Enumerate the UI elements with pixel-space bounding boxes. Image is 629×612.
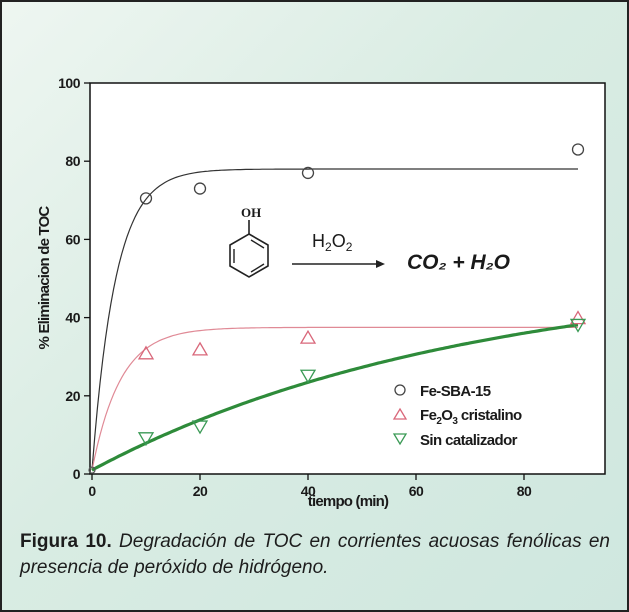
data-point-s0-3 <box>571 143 585 156</box>
data-point-s0-1 <box>193 182 207 195</box>
y-tick-label: 0 <box>73 466 81 482</box>
data-points <box>88 143 587 474</box>
y-tick-label: 60 <box>65 231 80 247</box>
legend-label-fe-sba-15: Fe-SBA-15 <box>420 383 491 400</box>
fit-curve-0 <box>91 168 578 471</box>
x-tick-label: 60 <box>409 483 424 499</box>
figure-caption: Figura 10. Degradación de TOC en corrien… <box>20 529 610 581</box>
phenol-structure: OH <box>229 205 269 278</box>
products-label: CO₂ + H₂O <box>407 251 510 274</box>
data-point-s1-3 <box>569 310 587 325</box>
reagent-label: H2O2 <box>312 231 353 254</box>
caption-label: Figura 10. <box>20 531 112 552</box>
fit-curve-1 <box>91 326 578 471</box>
legend-marker-sin-catalizador <box>392 433 408 446</box>
x-tick-label: 80 <box>517 483 532 499</box>
data-point-s1-0 <box>137 345 155 360</box>
data-point-s0-0 <box>139 192 153 205</box>
data-point-s0-2 <box>301 166 315 180</box>
x-tick-label: 40 <box>301 483 316 499</box>
data-point-s2-2 <box>299 369 317 384</box>
y-tick-label: 80 <box>65 153 80 169</box>
x-tick-label: 0 <box>88 483 96 499</box>
data-point-s1-1 <box>191 341 209 356</box>
y-tick-label: 20 <box>65 388 80 404</box>
x-axis-label: tiempo (min) <box>308 493 389 510</box>
data-point-s1-2 <box>299 329 317 344</box>
plot-area <box>89 82 606 475</box>
y-tick-label: 100 <box>58 75 81 91</box>
caption-text: Degradación de TOC en corrientes acuosas… <box>20 531 611 578</box>
origin-point <box>88 466 96 474</box>
legend-label-sin-catalizador: Sin catalizador <box>420 432 518 449</box>
legend: Fe-SBA-15 Fe2O3 cristalino Sin catalizad… <box>392 383 523 449</box>
y-axis-label: % Eliminacion de TOC <box>36 206 53 350</box>
legend-marker-fe2o3 <box>392 407 408 420</box>
axis-ticks: 0 20 40 60 80 100 0 20 40 60 80 <box>58 75 532 499</box>
legend-label-fe2o3: Fe2O3 cristalino <box>420 407 522 427</box>
fit-curves <box>91 168 579 472</box>
legend-marker-fe-sba-15 <box>394 384 406 396</box>
data-point-s2-0 <box>137 432 155 447</box>
oh-label: OH <box>241 205 261 220</box>
data-point-s2-1 <box>191 420 209 435</box>
x-tick-label: 20 <box>193 483 208 499</box>
reaction-arrow <box>292 260 385 268</box>
data-point-s2-3 <box>569 318 587 333</box>
y-tick-label: 40 <box>65 310 80 326</box>
fit-curve-2 <box>91 323 579 472</box>
